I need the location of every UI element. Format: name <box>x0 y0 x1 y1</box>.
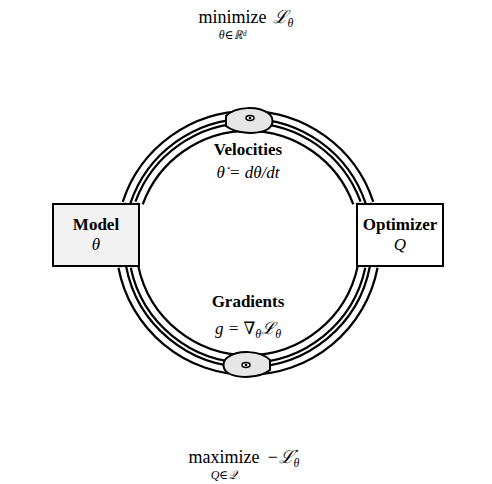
loss-symbol: ℒ <box>273 4 288 28</box>
subscript: θ <box>288 16 294 31</box>
operator: maximize <box>188 447 259 468</box>
snake-body <box>135 267 362 359</box>
objective-formula: maximizeQ∈𝒬 −ℒ̇θ <box>188 444 299 482</box>
objective-formula: minimizeθ∈ℝᵈℒθ <box>199 4 294 42</box>
snake-body <box>139 127 357 203</box>
snake-body <box>139 127 357 203</box>
process-box: Modelθ <box>52 203 140 267</box>
formula: θ̇ = dθ/dt <box>216 163 279 183</box>
operator: minimize <box>199 7 267 28</box>
edge-label: Velocities <box>214 140 282 160</box>
formula: g = ∇ <box>215 318 255 339</box>
operator-subscript: Q∈𝒬 <box>211 468 238 482</box>
operator-with-subscript: minimizeθ∈ℝᵈ <box>199 7 267 42</box>
subscript: θ <box>294 456 300 471</box>
subscript: θ <box>255 327 261 342</box>
subscript: θ <box>275 327 281 342</box>
operator-with-subscript: maximizeQ∈𝒬 <box>188 447 259 482</box>
box-symbol: θ <box>92 235 100 255</box>
box-title: Model <box>73 215 119 235</box>
operator-subscript: θ∈ℝᵈ <box>219 28 247 42</box>
snake-head <box>226 108 273 133</box>
box-title: Optimizer <box>363 215 438 235</box>
velocity-formula: θ̇ = dθ/dt <box>216 163 279 183</box>
box-symbol: Q <box>394 235 406 255</box>
loss-symbol: ℒ <box>261 316 275 339</box>
snake-head <box>224 352 271 377</box>
edge-label: Gradients <box>212 292 285 312</box>
gradient-formula: g = ∇θℒθ <box>215 316 281 339</box>
process-box: OptimizerQ <box>356 203 444 267</box>
edge-label-group: Velocities <box>214 140 282 160</box>
loss-rate-symbol: −ℒ̇ <box>266 444 293 468</box>
edge-label-group: Gradients <box>212 292 285 312</box>
snake-body <box>135 267 362 359</box>
